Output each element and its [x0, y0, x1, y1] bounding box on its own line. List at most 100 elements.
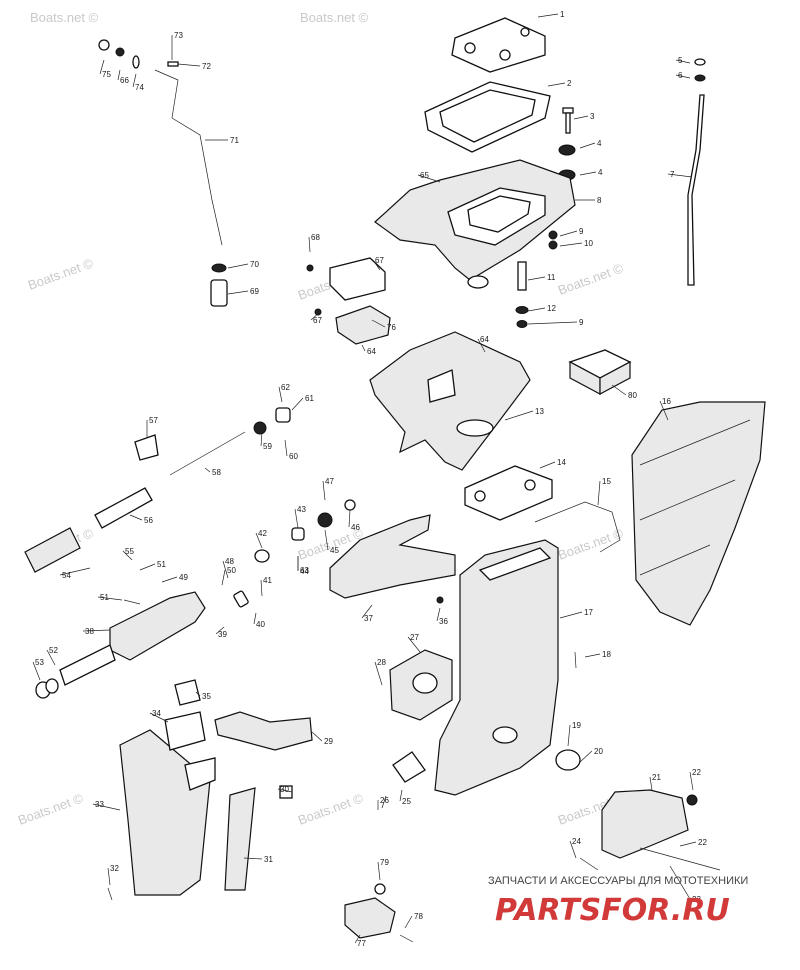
- leader-line: [132, 73, 137, 88]
- leader-line: [559, 242, 583, 247]
- leader-line: [679, 841, 697, 847]
- branding-tagline: ЗАПЧАСТИ И АКСЕССУАРЫ ДЛЯ МОТОТЕХНИКИ: [488, 875, 748, 887]
- callout-label-63: 63: [300, 566, 309, 575]
- part-13-upper-housing: [369, 331, 531, 471]
- leader-line: [361, 604, 373, 619]
- part-2-seal: [424, 81, 551, 153]
- watermark: Boats.net ©: [556, 525, 626, 563]
- callout-label-30: 30: [280, 785, 289, 794]
- leader-line: [308, 236, 311, 253]
- callout-label-26: 26: [380, 796, 389, 805]
- leader-line: [547, 82, 566, 87]
- leader-line: [92, 803, 121, 811]
- leader-line: [222, 560, 229, 579]
- branding-watermark: ЗАПЧАСТИ И АКСЕССУАРЫ ДЛЯ МОТОТЕХНИКИ PA…: [488, 875, 748, 928]
- leader-line: [227, 290, 249, 295]
- callout-label-2: 2: [567, 79, 572, 88]
- leader-line: [255, 532, 263, 549]
- callout-label-58: 58: [212, 468, 221, 477]
- watermark: Boats.net ©: [26, 255, 96, 293]
- callout-label-4: 4: [598, 168, 603, 177]
- callout-label-60: 60: [289, 452, 298, 461]
- leader-line: [377, 861, 381, 881]
- callout-label-13: 13: [535, 407, 544, 416]
- leader-line: [324, 529, 329, 551]
- callout-label-22: 22: [692, 768, 701, 777]
- leader-line: [348, 509, 351, 528]
- parts-43-50-small: [233, 407, 356, 608]
- callout-layer: 1234456789910111213141516171819202122222…: [32, 10, 707, 948]
- leader-line: [539, 461, 556, 469]
- part-3-bolt: [562, 107, 574, 134]
- leader-line: [579, 171, 597, 176]
- part-17-midsection: [434, 539, 559, 796]
- callout-label-69: 69: [250, 287, 259, 296]
- callout-label-28: 28: [377, 658, 386, 667]
- leader-line: [573, 115, 589, 120]
- part-26-pump: [392, 751, 426, 783]
- fasteners: [107, 599, 599, 943]
- leader-line: [82, 629, 111, 632]
- leader-line: [569, 840, 577, 859]
- leader-line: [354, 934, 361, 944]
- callout-label-36: 36: [439, 617, 448, 626]
- callout-label-31: 31: [264, 855, 273, 864]
- callout-label-8: 8: [597, 196, 602, 205]
- leader-line: [277, 788, 293, 793]
- leader-line: [404, 915, 413, 929]
- callout-label-1: 1: [560, 10, 565, 19]
- leader-line: [527, 307, 546, 312]
- leader-line: [149, 712, 169, 723]
- callout-label-34: 34: [152, 709, 161, 718]
- callout-label-40: 40: [256, 620, 265, 629]
- callout-label-24: 24: [572, 837, 581, 846]
- leader-line: [597, 480, 601, 506]
- callout-label-4: 4: [597, 139, 602, 148]
- leader-line: [243, 857, 263, 860]
- callout-label-78: 78: [414, 912, 423, 921]
- leader-line: [291, 397, 304, 411]
- callout-label-61: 61: [305, 394, 314, 403]
- part-14-gasket: [464, 465, 553, 521]
- callout-label-38: 38: [85, 627, 94, 636]
- callout-label-52: 52: [49, 646, 58, 655]
- callout-label-15: 15: [602, 477, 611, 486]
- callout-label-53: 53: [35, 658, 44, 667]
- leader-line: [407, 636, 421, 653]
- leader-line: [311, 731, 323, 742]
- callout-label-27: 27: [410, 633, 419, 642]
- part-68-78-65-bracket: [306, 257, 391, 345]
- leader-line: [579, 142, 596, 149]
- callout-label-67: 67: [375, 256, 384, 265]
- leader-line: [675, 74, 691, 79]
- callout-label-79: 79: [380, 858, 389, 867]
- callout-label-12: 12: [547, 304, 556, 313]
- leader-line: [97, 596, 123, 601]
- callout-label-73: 73: [174, 31, 183, 40]
- callout-label-16: 16: [662, 397, 671, 406]
- leader-line: [107, 867, 111, 886]
- part-73-shift-rod: [98, 39, 223, 246]
- callout-label-64: 64: [480, 335, 489, 344]
- leader-line: [675, 59, 691, 64]
- watermark: Boats.net ©: [30, 10, 99, 25]
- callout-label-45: 45: [330, 546, 339, 555]
- callout-label-51: 51: [100, 593, 109, 602]
- leader-line: [284, 439, 288, 457]
- part-35-36-clip: [164, 679, 206, 751]
- leader-line: [527, 321, 578, 325]
- leader-line: [310, 311, 321, 321]
- leader-line: [195, 691, 201, 697]
- callout-label-76: 76: [387, 323, 396, 332]
- leader-line: [361, 344, 366, 352]
- callout-label-32: 32: [110, 864, 119, 873]
- callout-label-11: 11: [547, 273, 556, 282]
- leader-line: [659, 400, 669, 421]
- callout-label-21: 21: [652, 773, 661, 782]
- leader-line: [567, 724, 571, 747]
- callout-label-50: 50: [227, 566, 236, 575]
- callout-label-17: 17: [584, 608, 593, 617]
- watermark: Boats.net ©: [556, 260, 626, 298]
- callout-label-20: 20: [594, 747, 603, 756]
- leader-line: [278, 386, 283, 403]
